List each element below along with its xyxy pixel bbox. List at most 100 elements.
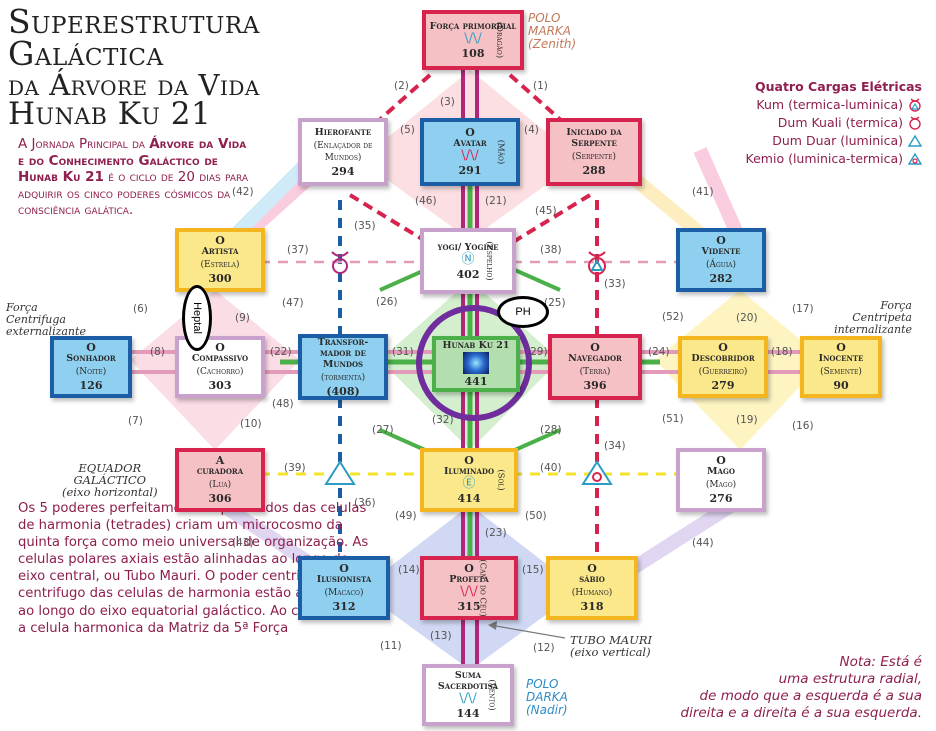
- node-hierofante[interactable]: Hierofante(Enlaçador de Mundos)294: [298, 118, 388, 186]
- node-side-label: (Sol): [495, 469, 506, 491]
- node-name: Profeta: [449, 574, 489, 585]
- node-side-label: (Espelho): [484, 241, 495, 281]
- path-number-label: (46): [415, 195, 437, 207]
- node-name: yogi/ Yogine: [437, 241, 499, 253]
- heptal-annotation[interactable]: Heptal: [182, 285, 212, 351]
- node-iniciado[interactable]: Iniciado da Serpente (Serpente) 288: [546, 118, 642, 186]
- label-line: TUBO MAURI: [570, 633, 653, 647]
- node-name: Vidente: [701, 246, 741, 257]
- equator-label: EQUADOR GALÁCTICO (eixo horizontal): [62, 462, 158, 498]
- node-side-label: (Vento): [486, 679, 497, 711]
- node-transformador[interactable]: Transfor- mador de Mundos(tormenta)(408): [298, 334, 388, 400]
- node-name: Iniciado da Serpente: [566, 127, 622, 149]
- label-line: EQUADOR: [78, 461, 142, 475]
- path-number-label: (31): [392, 346, 414, 358]
- node-side-label: (Mão): [495, 139, 506, 165]
- label-line: GALÁCTICO: [73, 473, 147, 487]
- force-centrifugal-label: Força Centrifuga externalizante: [6, 302, 86, 338]
- path-number-label: (22): [270, 346, 292, 358]
- kemio-icon: [908, 152, 922, 165]
- node-subtitle: (Serpente): [571, 152, 617, 162]
- hunab-ku-icon: [463, 352, 489, 374]
- node-glyph-icon: \/\/: [461, 148, 479, 163]
- node-forca-primordial[interactable]: Força primordial\/\/108(Dragão): [422, 10, 524, 70]
- path-number-label: (28): [540, 424, 562, 436]
- node-name: Transfor- mador de Mundos: [317, 336, 369, 370]
- kum-icon: [909, 98, 921, 112]
- polo-marka-line-2: MARKA: [528, 24, 571, 38]
- node-number: 402: [456, 267, 480, 281]
- polo-marka-line-1: POLO: [528, 11, 561, 25]
- path-number-label: (34): [604, 440, 626, 452]
- node-name: Navegador: [568, 353, 622, 364]
- label-line: Força: [880, 299, 912, 312]
- path-number-label: (39): [284, 462, 306, 474]
- node-prefix: O: [86, 341, 96, 354]
- node-prefix: O: [215, 234, 225, 247]
- path-number-label: (37): [287, 244, 309, 256]
- path-number-label: (48): [272, 398, 294, 410]
- node-number: 315: [457, 600, 481, 613]
- tubo-mauri-label: TUBO MAURI (eixo vertical): [570, 634, 652, 658]
- path-number-label: (29): [526, 346, 548, 358]
- path-number-label: (4): [524, 124, 539, 136]
- legend: Quatro Cargas Elétricas Kum (termica-lum…: [746, 78, 922, 168]
- path-number-label: (41): [692, 186, 714, 198]
- node-subtitle: (Guerreiro): [698, 367, 748, 377]
- node-prefix: A: [215, 454, 225, 467]
- label-line: Centripeta: [852, 311, 912, 324]
- node-name: Sonhador: [66, 353, 116, 364]
- path-number-label: (15): [522, 564, 544, 576]
- path-number-label: (2): [394, 80, 409, 92]
- legend-item: Kemio (luminica-termica): [746, 150, 922, 168]
- path-number-label: (12): [533, 642, 555, 654]
- title-line-2: Galáctica: [8, 34, 164, 73]
- heptal-label: Heptal: [191, 302, 204, 334]
- node-subtitle: (Macaco): [324, 588, 364, 598]
- node-prefix: O: [339, 562, 349, 575]
- path-number-label: (10): [240, 418, 262, 430]
- node-subtitle: (Semente): [820, 367, 862, 377]
- path-number-label: (49): [395, 510, 417, 522]
- node-glyph-icon: \/\/: [460, 584, 478, 599]
- ph-annotation[interactable]: PH: [497, 296, 549, 328]
- kemio-symbol: [581, 460, 613, 485]
- node-prefix: O: [464, 562, 474, 575]
- path-number-label: (1): [533, 80, 548, 92]
- path-number-label: (7): [128, 415, 143, 427]
- dum-duar-icon: [908, 134, 922, 147]
- path-number-label: (5): [400, 124, 415, 136]
- node-suma[interactable]: Suma Sacerdotisa\/\/144(Vento): [422, 664, 514, 726]
- nota-line: uma estrutura radial,: [778, 671, 922, 687]
- node-subtitle: (Lua): [208, 480, 232, 490]
- force-centripetal-label: Força Centripeta internalizante: [834, 300, 912, 336]
- node-subtitle: (Mago): [705, 480, 737, 490]
- title-line-4: Hunab Ku 21: [8, 96, 212, 132]
- node-number: (408): [326, 384, 360, 398]
- node-name: Hierofante: [314, 126, 372, 138]
- node-number: 282: [709, 272, 733, 285]
- node-name: Descobridor: [691, 353, 755, 364]
- node-name: Hunab Ku 21: [442, 340, 510, 351]
- path-number-label: (9): [235, 312, 250, 324]
- node-number: 288: [582, 164, 606, 177]
- kum-symbol: [588, 251, 606, 275]
- path-number-label: (26): [376, 296, 398, 308]
- node-subtitle: (Enlaçador de Mundos): [313, 140, 373, 163]
- node-name: curadora: [196, 466, 244, 477]
